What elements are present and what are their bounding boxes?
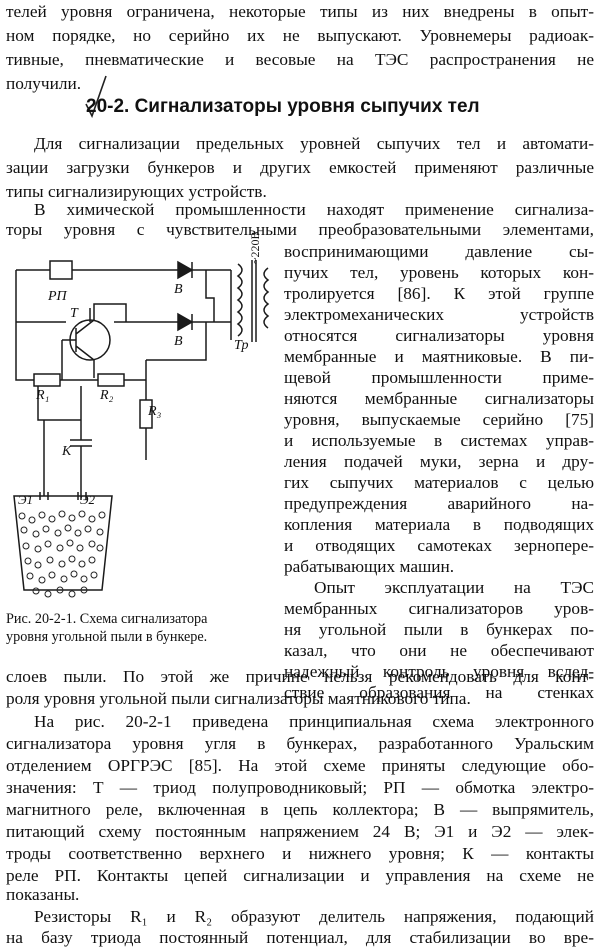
label-voltage: ~220В [248, 231, 262, 265]
text-line: мембранных сигнализаторов уров- [284, 599, 594, 618]
text-line: ном порядке, но серийно их не выпускают.… [6, 26, 594, 45]
text-line: уровня, выпускаемые серийно [75] [284, 410, 594, 429]
text-line: Резисторы R₁ и R₂ образуют делитель напр… [34, 907, 594, 926]
text-line: и используемые в системах управ- [284, 431, 594, 450]
text-line: тивные, пневматические и весовые на ТЭС … [6, 50, 594, 69]
text-line: казал, что они не обеспечивают [284, 641, 594, 660]
label-t: Т [70, 306, 78, 321]
text-line: мембранные и маятниковые. В пи- [284, 347, 594, 366]
text-line: получили. [6, 74, 82, 93]
diode-upper [177, 260, 194, 280]
text-line: воспринимающими давление сы- [284, 242, 594, 261]
text-line: реле РП. Контакты цепей сигнализации и у… [6, 866, 594, 885]
transformer-winding-right [263, 267, 270, 329]
text-line: Опыт эксплуатации на ТЭС [314, 578, 594, 597]
text-line: предупреждения аварийного на- [284, 494, 594, 513]
section-heading: 20-2. Сигнализаторы уровня сыпучих тел [86, 96, 480, 117]
figure-caption: уровня угольной пыли в бункере. [6, 629, 208, 645]
text-line: пучих тел, уровень которых кон- [284, 263, 594, 282]
text-line: ления подачей муки, зерна и дру- [284, 452, 594, 471]
text-line: няются мембранные сигнализаторы [284, 389, 594, 408]
resistor-r2 [97, 373, 125, 387]
relay-coil-rp [49, 260, 73, 280]
label-r1: R₁ [36, 388, 50, 403]
text-line: значения: Т — триод полупроводниковый; Р… [6, 778, 594, 797]
circuit-schematic-figure [13, 260, 270, 591]
text-line: отделением ОРГРЭС [85]. На этой схеме пр… [6, 756, 594, 775]
text-line: на базу триода постоянный потенциал, для… [6, 928, 594, 947]
text-line: ствие образования на стенках [284, 683, 594, 702]
text-line: троды соответственно верхнего и нижнего … [6, 844, 594, 863]
label-k: К [62, 444, 72, 459]
label-rp: РП [48, 289, 67, 304]
handwritten-check-mark [85, 75, 107, 118]
coal-dust-fill [18, 510, 106, 598]
figure-caption: Рис. 20-2-1. Схема сигнализатора [6, 611, 208, 627]
transformer-winding-left [236, 263, 243, 337]
text-line: Для сигнализации предельных уровней сыпу… [34, 134, 594, 153]
text-line: сигнализатора уровня угля в бункерах, ра… [6, 734, 594, 753]
text-line: слоев пыли. По этой же причине нельзя ре… [6, 667, 594, 686]
label-r3: R₃ [148, 404, 162, 419]
label-b-lower: В [174, 334, 183, 349]
text-line: надежный контроль уровня вслед- [284, 662, 594, 681]
text-line: гих сыпучих материалов с целью [284, 473, 594, 492]
text-line: На рис. 20-2-1 приведена принципиальная … [34, 712, 594, 731]
text-line: рабатывающих машин. [284, 557, 455, 576]
text-line: относятся сигнализаторы уровня [284, 326, 594, 345]
diode-lower [177, 312, 194, 332]
label-e2: Э2 [80, 492, 96, 507]
text-line: и отводящих самотеках зернопере- [284, 536, 594, 555]
resistor-r1 [33, 373, 61, 387]
label-e1: Э1 [18, 492, 34, 507]
text-line: питающий схему постоянным напряжением 24… [6, 822, 594, 841]
text-line: торы уровня с чувствительными преобразов… [6, 220, 594, 239]
text-line: магнитного реле, включенная в цепь колле… [6, 800, 594, 819]
text-line: типы сигнализирующих устройств. [6, 182, 267, 201]
text-line: показаны. [6, 885, 80, 904]
text-line: зации загрузки бункеров и других емкосте… [6, 158, 594, 177]
label-tr: Тр [234, 338, 249, 353]
text-line: тролируется [86]. К этой группе [284, 284, 594, 303]
text-line: копления материала в подводящих [284, 515, 594, 534]
text-line: роля уровня угольной пыли сигнализаторы … [6, 689, 471, 708]
text-line: щевой промышленности приме- [284, 368, 594, 387]
text-line: телей уровня ограничена, некоторые типы … [6, 2, 594, 21]
text-line: электромеханических устройств [284, 305, 594, 324]
label-r2: R₂ [100, 388, 114, 403]
text-line: ня угольной пыли в бункерах по- [284, 620, 594, 639]
bunker-outline [13, 495, 113, 591]
label-b-upper: В [174, 282, 183, 297]
text-line: В химической промышленности находят прим… [34, 200, 594, 219]
